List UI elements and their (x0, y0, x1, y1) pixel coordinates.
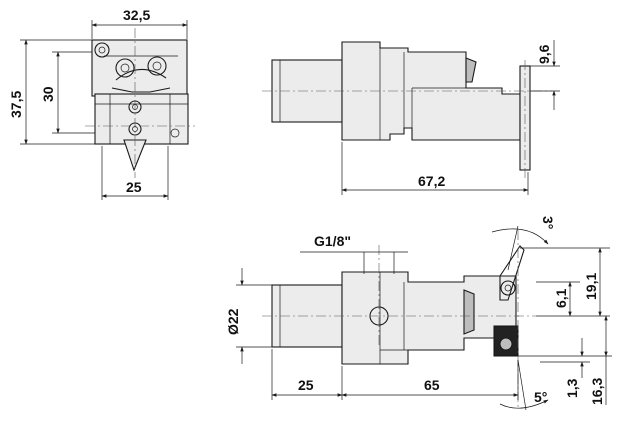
dim-side-length: 67,2 (418, 173, 445, 189)
dim-front-inner-height: 30 (40, 86, 56, 102)
side-view: 9,6 67,2 (262, 40, 560, 195)
dim-shank-diameter: Ø22 (225, 308, 241, 335)
front-view-lower-block (94, 93, 189, 145)
dim-height-19-1: 19,1 (583, 273, 599, 300)
dim-front-height: 37,5 (8, 91, 24, 118)
top-view-jaw (499, 245, 525, 301)
dim-height-6-1: 6,1 (553, 288, 569, 308)
dim-body-length: 65 (424, 377, 440, 393)
top-view-body (341, 271, 517, 365)
dim-front-bottom-width: 25 (126, 179, 142, 195)
front-view-cam-left (115, 58, 135, 78)
front-view-mount-hole (94, 42, 110, 58)
dim-front-width: 32,5 (123, 7, 150, 23)
front-view-cam-right (147, 56, 167, 76)
front-view-side-hole (170, 128, 180, 138)
top-view-insert-upper (500, 280, 516, 296)
top-view-clamp-lever (463, 289, 475, 335)
dim-height-1-3: 1,3 (564, 378, 580, 398)
dim-height-16-3: 16,3 (589, 378, 605, 405)
dim-side-offset: 9,6 (536, 44, 552, 64)
dim-shank-length: 25 (298, 377, 314, 393)
dim-angle-bottom: 5° (534, 389, 547, 405)
top-view: G1/8" Ø22 3° 6,1 19,1 25 65 5° (225, 216, 612, 411)
front-view-upper-block (91, 39, 188, 97)
dim-angle-top: 3° (540, 216, 556, 229)
side-view-clamp-lever (465, 57, 477, 83)
dim-thread: G1/8" (314, 233, 351, 249)
front-view: 32,5 37,5 30 25 (8, 7, 195, 200)
